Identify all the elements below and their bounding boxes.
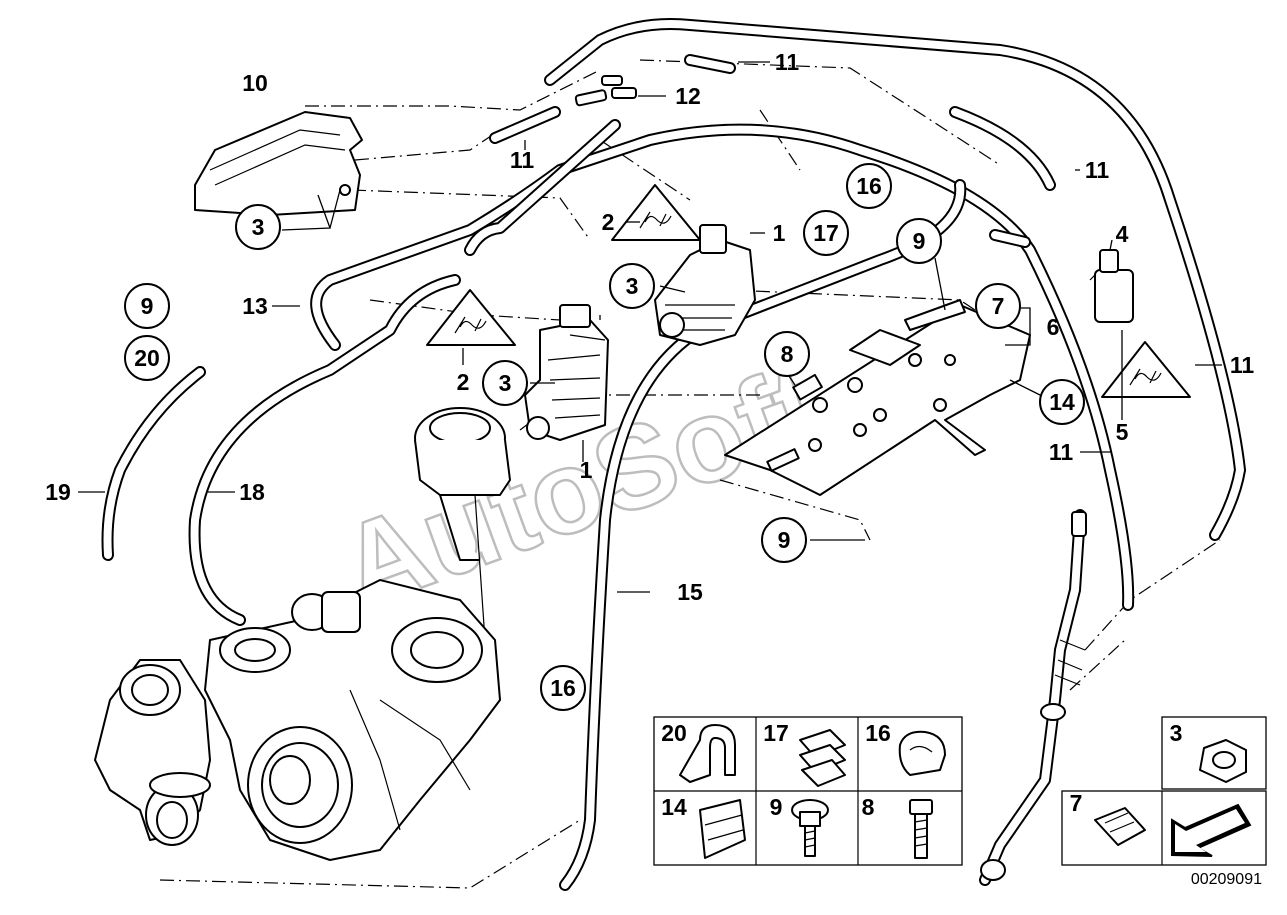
callout-11: 11 [1085, 157, 1110, 183]
hoses [101, 18, 1246, 891]
callout-20: 20 [134, 345, 160, 371]
vacuum-symbol-icon [611, 184, 701, 241]
clip-icon [1094, 807, 1146, 846]
document-number: 00209091 [1191, 871, 1262, 888]
inset-label-14: 14 [661, 794, 687, 820]
callout-2: 2 [457, 369, 470, 395]
callout-3: 3 [626, 273, 639, 299]
bolt-icon [909, 799, 933, 859]
callout-16: 16 [550, 675, 576, 701]
inset-label-3: 3 [1170, 720, 1183, 746]
callout-17: 17 [813, 220, 839, 246]
inset-label-8: 8 [862, 794, 875, 820]
callout-numbers: 10 11 12 11 11 11 11 4 5 6 2 2 1 1 13 19… [45, 49, 1254, 605]
clip-icon [799, 729, 846, 787]
circled-callouts: 3 3 3 9 20 16 17 9 7 8 14 9 16 [124, 163, 1085, 711]
callout-14: 14 [1049, 389, 1075, 415]
callout-2: 2 [602, 209, 615, 235]
vacuum-converter-lower [524, 304, 609, 441]
bolt-icon [791, 799, 829, 857]
callout-9: 9 [913, 228, 926, 254]
callout-11: 11 [1049, 439, 1074, 465]
inset-label-20: 20 [661, 720, 687, 746]
direction-arrow-icon [1171, 803, 1252, 857]
callout-5: 5 [1116, 419, 1129, 445]
t-connectors [574, 75, 637, 107]
small-parts-table: 20 17 16 14 9 8 [653, 716, 1267, 866]
clamp-icon [679, 724, 736, 783]
intake-pipe [94, 659, 211, 846]
callout-1: 1 [773, 220, 786, 246]
callout-18: 18 [239, 479, 265, 505]
inset-label-9: 9 [770, 794, 783, 820]
clip-icon [699, 799, 746, 859]
inset-label-16: 16 [865, 720, 891, 746]
vacuum-converter-upper [654, 224, 756, 346]
callout-9: 9 [141, 293, 154, 319]
callout-8: 8 [781, 341, 794, 367]
callout-15: 15 [677, 579, 703, 605]
callout-11: 11 [510, 147, 535, 173]
vacuum-symbol-icon [1101, 341, 1191, 398]
callout-13: 13 [242, 293, 268, 319]
callout-16: 16 [856, 173, 882, 199]
callout-1: 1 [580, 457, 593, 483]
inset-label-7: 7 [1070, 790, 1083, 816]
vacuum-symbol-icon [426, 289, 516, 346]
hex-nut-icon [1199, 739, 1247, 783]
callout-3: 3 [499, 370, 512, 396]
turbocharger [204, 407, 511, 861]
callout-10: 10 [242, 70, 268, 96]
callout-12: 12 [675, 83, 701, 109]
bracket-plate [724, 299, 1031, 496]
callout-19: 19 [45, 479, 71, 505]
clip-icon [898, 730, 946, 776]
callout-9: 9 [778, 527, 791, 553]
callout-6: 6 [1047, 314, 1060, 340]
callout-4: 4 [1116, 221, 1129, 247]
vacuum-unit-4 [1094, 249, 1134, 323]
callout-11: 11 [775, 49, 800, 75]
inset-label-17: 17 [763, 720, 789, 746]
dipstick-tube [979, 509, 1087, 886]
callout-7: 7 [992, 293, 1005, 319]
callout-3: 3 [252, 214, 265, 240]
callout-11: 11 [1230, 352, 1255, 378]
